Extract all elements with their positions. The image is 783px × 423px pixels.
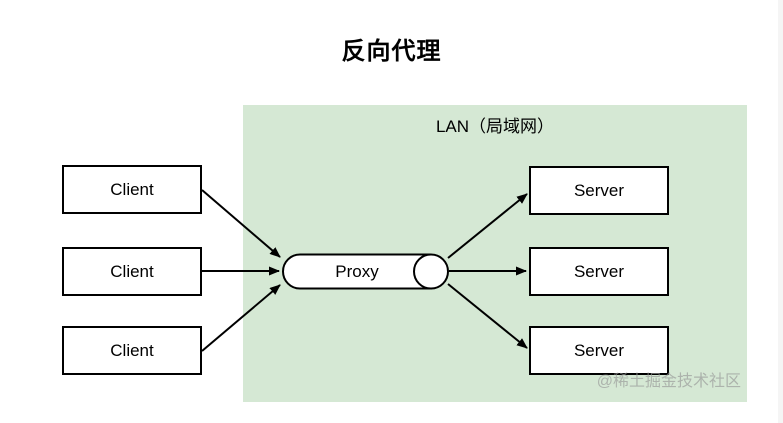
arrow-client1-to-proxy: [201, 189, 281, 258]
server-label-2: Server: [573, 261, 625, 281]
arrow-proxy-to-server1: [447, 193, 528, 259]
server-label-3: Server: [573, 340, 625, 360]
server-box-1: Server: [529, 166, 669, 215]
proxy-shape-endcap: [413, 253, 449, 290]
server-box-3: Server: [529, 326, 669, 375]
proxy-label: Proxy: [335, 261, 379, 281]
client-label-1: Client: [110, 179, 154, 199]
proxy-shape-body: [282, 253, 432, 290]
watermark-text: @稀土掘金技术社区: [596, 373, 741, 390]
lan-region-label: LAN（局域网）: [435, 117, 555, 136]
arrow-proxy-to-server3: [447, 283, 528, 349]
client-label-2: Client: [110, 261, 154, 281]
client-box-2: Client: [62, 247, 202, 296]
screenshot-edge-shade: [778, 0, 783, 423]
client-box-3: Client: [62, 326, 202, 375]
diagram-title: 反向代理: [341, 38, 442, 65]
client-box-1: Client: [62, 165, 202, 214]
arrow-client3-to-proxy: [201, 284, 281, 352]
server-box-2: Server: [529, 247, 669, 296]
client-label-3: Client: [110, 340, 154, 360]
server-label-1: Server: [573, 180, 625, 200]
